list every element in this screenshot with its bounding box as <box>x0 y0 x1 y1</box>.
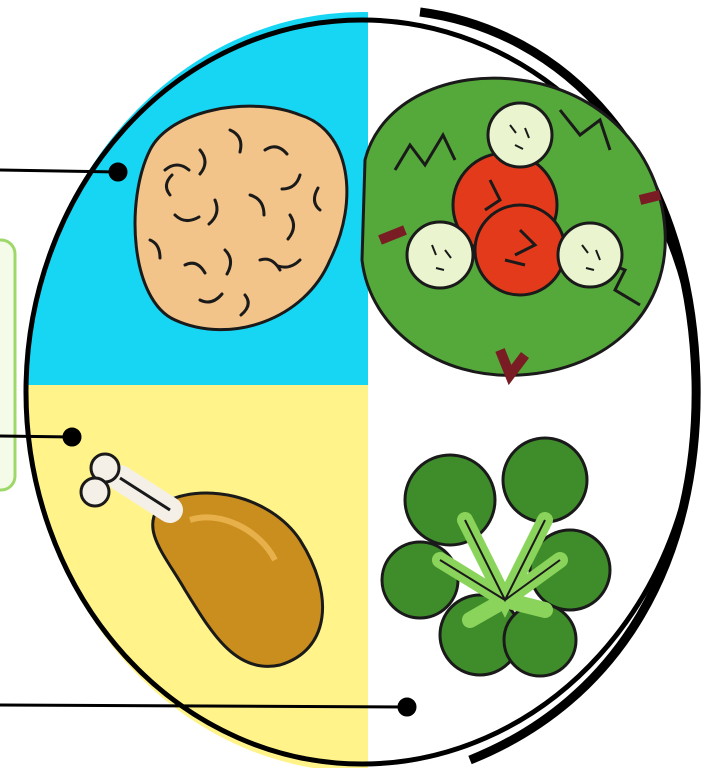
leader-dot-vegetables <box>399 699 415 715</box>
leader-dot-grains <box>110 164 126 180</box>
leader-line-vegetables <box>0 705 407 707</box>
callout-box <box>0 240 15 490</box>
leader-line-grains <box>0 170 118 172</box>
leader-line-protein <box>0 436 72 437</box>
salad-icon <box>362 78 665 375</box>
leader-dot-protein <box>64 429 80 445</box>
